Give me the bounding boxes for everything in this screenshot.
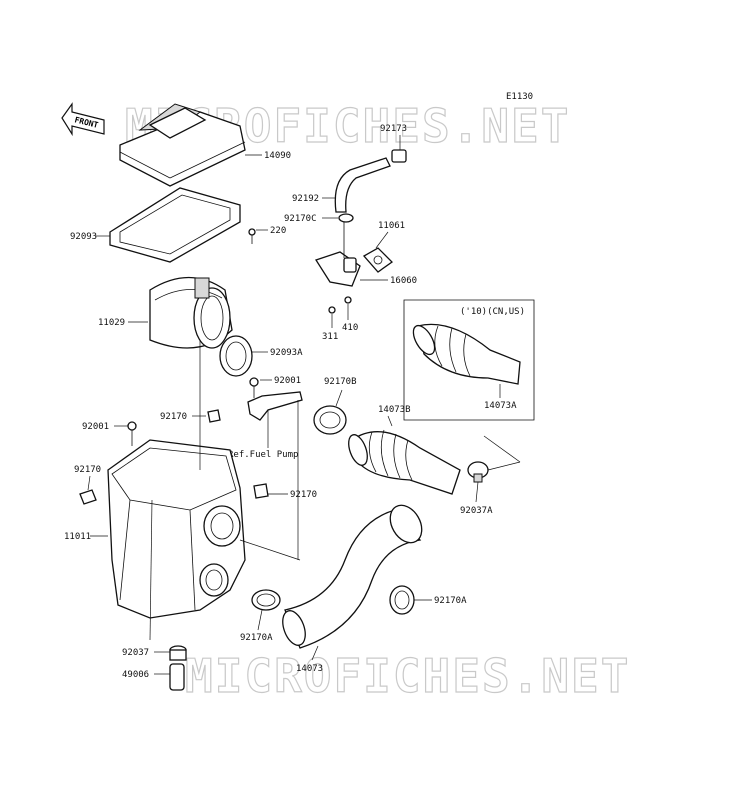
cap-92037 — [169, 645, 187, 661]
label-92170A-left: 92170A — [240, 633, 273, 643]
label-92173: 92173 — [380, 124, 407, 134]
clip-92170-right — [253, 483, 269, 499]
air-filter-element — [149, 276, 233, 349]
label-16060: 16060 — [390, 276, 417, 286]
label-92170-upper: 92170 — [160, 412, 187, 422]
label-14073A: 14073A — [484, 401, 517, 411]
variant-note: ('10)(CN,US) — [460, 307, 525, 317]
label-92001-top: 92001 — [274, 376, 301, 386]
hose-92192 — [334, 157, 391, 213]
label-92170B: 92170B — [324, 377, 357, 387]
label-92093: 92093 — [70, 232, 97, 242]
intake-duct-14073 — [282, 504, 423, 649]
label-14073B: 14073B — [378, 405, 411, 415]
label-92170-right: 92170 — [290, 490, 317, 500]
drain-49006 — [169, 663, 185, 691]
ring-92093A — [219, 335, 253, 377]
label-410: 410 — [342, 323, 358, 333]
label-49006: 49006 — [122, 670, 149, 680]
label-311: 311 — [322, 332, 338, 342]
ref-fuel-pump: Ref.Fuel Pump — [228, 450, 298, 460]
label-220: 220 — [270, 226, 286, 236]
front-arrow-icon: FRONT — [61, 102, 105, 137]
clip-92170-upper — [207, 409, 221, 423]
label-11011: 11011 — [64, 532, 91, 542]
watermark-bottom: MICROFICHES.NET — [185, 649, 630, 703]
bellows-14073A — [412, 323, 521, 385]
label-92170-left: 92170 — [74, 465, 101, 475]
label-92192: 92192 — [292, 194, 319, 204]
breather-16060 — [315, 222, 361, 287]
clip-92173 — [391, 149, 407, 163]
bellows-14073B — [348, 429, 461, 495]
gasket-11061 — [362, 247, 394, 273]
label-92170A-right: 92170A — [434, 596, 467, 606]
label-14090: 14090 — [264, 151, 291, 161]
label-92093A: 92093A — [270, 348, 303, 358]
label-92037A: 92037A — [460, 506, 493, 516]
screw-220 — [248, 228, 256, 244]
clamp-92170A-right — [389, 585, 415, 615]
clip-92170-left — [79, 489, 97, 505]
clamp-92170C — [338, 213, 354, 223]
label-11029: 11029 — [98, 318, 125, 328]
clamp-92037A — [467, 461, 489, 483]
air-filter-cover — [119, 103, 246, 187]
diagram-code: E1130 — [506, 92, 533, 102]
clamp-92170B — [313, 405, 347, 435]
variant-inset — [403, 299, 535, 421]
label-11061: 11061 — [378, 221, 405, 231]
label-92037: 92037 — [122, 648, 149, 658]
air-box-case — [107, 439, 246, 619]
gasket-92093 — [109, 187, 241, 263]
washer-410 — [344, 296, 352, 304]
bolt-311 — [328, 306, 336, 314]
bracket-fuel-pump — [247, 377, 303, 421]
clamp-92170A-left — [251, 589, 281, 611]
label-14073: 14073 — [296, 664, 323, 674]
bolt-92001-left — [127, 421, 137, 446]
label-92170C: 92170C — [284, 214, 317, 224]
label-92001-left: 92001 — [82, 422, 109, 432]
